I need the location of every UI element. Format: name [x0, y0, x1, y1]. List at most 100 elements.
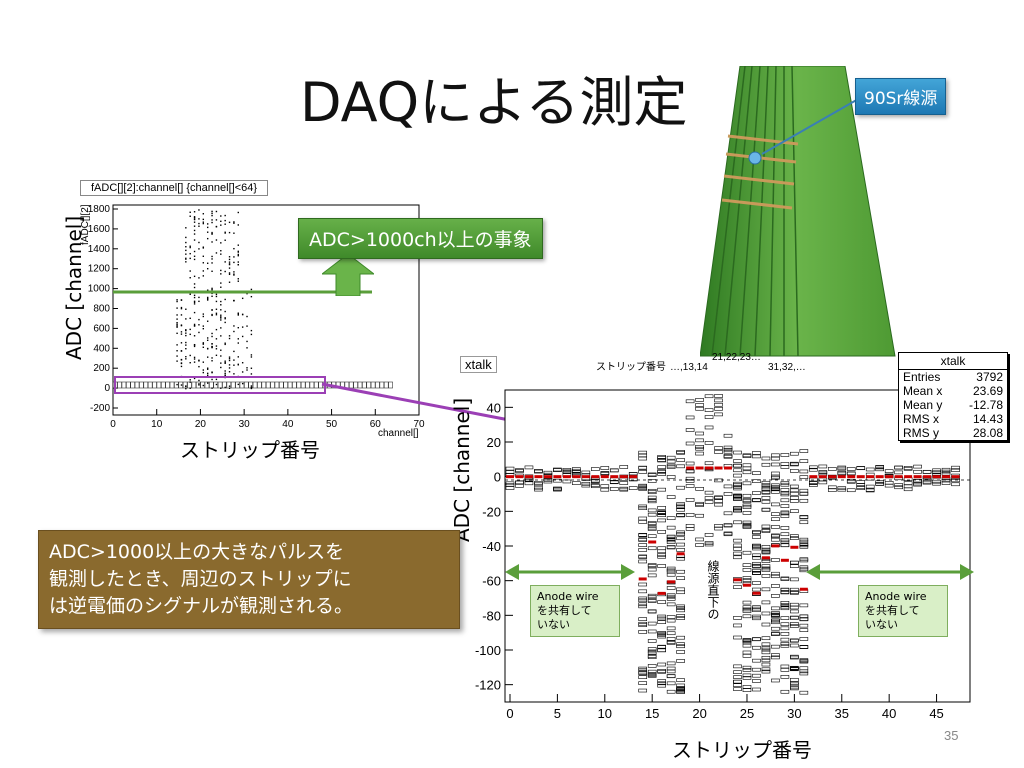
right-box [761, 667, 771, 672]
left-point [250, 288, 253, 291]
right-box [685, 476, 695, 481]
left-zero-bin [195, 381, 201, 389]
right-box [666, 681, 676, 686]
left-point [189, 317, 191, 320]
right-box [780, 504, 790, 508]
left-point [185, 358, 187, 360]
right-box [742, 614, 752, 619]
right-box [761, 650, 771, 655]
left-point [224, 386, 226, 389]
left-point [233, 271, 235, 273]
right-box-peak [705, 466, 714, 470]
left-point [193, 218, 196, 221]
right-box [676, 532, 685, 536]
left-point [206, 289, 209, 292]
right-box [761, 622, 771, 627]
right-box [657, 465, 666, 469]
right-box [780, 481, 790, 485]
right-box [742, 525, 752, 529]
left-point [228, 258, 231, 261]
right-box [666, 459, 676, 464]
right-box [676, 686, 685, 690]
left-y-tick-label: 800 [93, 304, 110, 315]
right-box [581, 483, 591, 488]
left-point [233, 221, 235, 223]
left-point [189, 362, 191, 364]
left-point [250, 295, 253, 298]
right-box-peak [942, 475, 951, 479]
right-y-tick-label: -120 [475, 678, 501, 693]
left-point [211, 371, 213, 373]
left-point [220, 300, 222, 303]
left-point [237, 250, 239, 253]
left-point [202, 327, 205, 330]
left-point [233, 247, 235, 250]
left-point [241, 335, 244, 338]
right-box [790, 677, 799, 682]
right-box [742, 665, 752, 670]
right-y-axis-label: ADC [channel] [450, 397, 474, 542]
right-box [666, 525, 676, 530]
right-box [913, 469, 922, 474]
right-box [752, 606, 761, 611]
right-box [619, 465, 629, 469]
right-box [704, 500, 714, 504]
right-box [685, 399, 695, 404]
right-box [676, 569, 685, 574]
right-box [790, 615, 799, 620]
right-box-peak [809, 475, 818, 479]
right-box [941, 467, 951, 472]
left-point [215, 312, 218, 314]
right-box [790, 488, 799, 493]
right-box [638, 453, 648, 458]
right-box [666, 534, 676, 539]
left-zero-bin [309, 381, 315, 389]
left-point [211, 258, 213, 260]
left-x-tick-label: 40 [282, 419, 294, 430]
right-box [742, 609, 752, 613]
right-box [524, 481, 534, 486]
left-zero-bin [165, 381, 170, 389]
left-point [228, 364, 231, 366]
left-zero-bin [283, 381, 288, 389]
right-box [742, 676, 752, 680]
right-box [742, 668, 752, 672]
right-box [884, 483, 894, 488]
left-zero-bin [204, 381, 210, 389]
right-box-peak [856, 475, 865, 479]
left-point [193, 294, 196, 297]
right-box [771, 485, 780, 489]
right-box [676, 576, 685, 580]
left-point [189, 215, 191, 217]
right-box [742, 520, 752, 525]
right-box [742, 454, 752, 458]
left-point [228, 337, 231, 340]
right-box [666, 455, 676, 460]
right-box [790, 666, 799, 671]
right-box [761, 528, 771, 533]
left-point [206, 296, 209, 299]
left-point [237, 253, 239, 256]
left-x-tick-label: 0 [110, 419, 116, 430]
left-point [189, 270, 191, 272]
right-box [685, 461, 695, 466]
right-box [761, 574, 771, 578]
left-point [215, 219, 218, 221]
left-zero-bin [348, 381, 354, 389]
left-point [198, 248, 200, 250]
right-box [647, 534, 657, 539]
right-box [733, 520, 742, 525]
left-point [185, 257, 187, 260]
left-zero-bin [305, 381, 310, 389]
right-box [638, 559, 648, 564]
right-box-peak [714, 466, 723, 470]
left-point [220, 316, 222, 318]
right-box [951, 478, 960, 483]
right-box [638, 621, 648, 626]
right-box [771, 534, 780, 539]
left-point [241, 297, 244, 300]
left-point [202, 313, 205, 315]
